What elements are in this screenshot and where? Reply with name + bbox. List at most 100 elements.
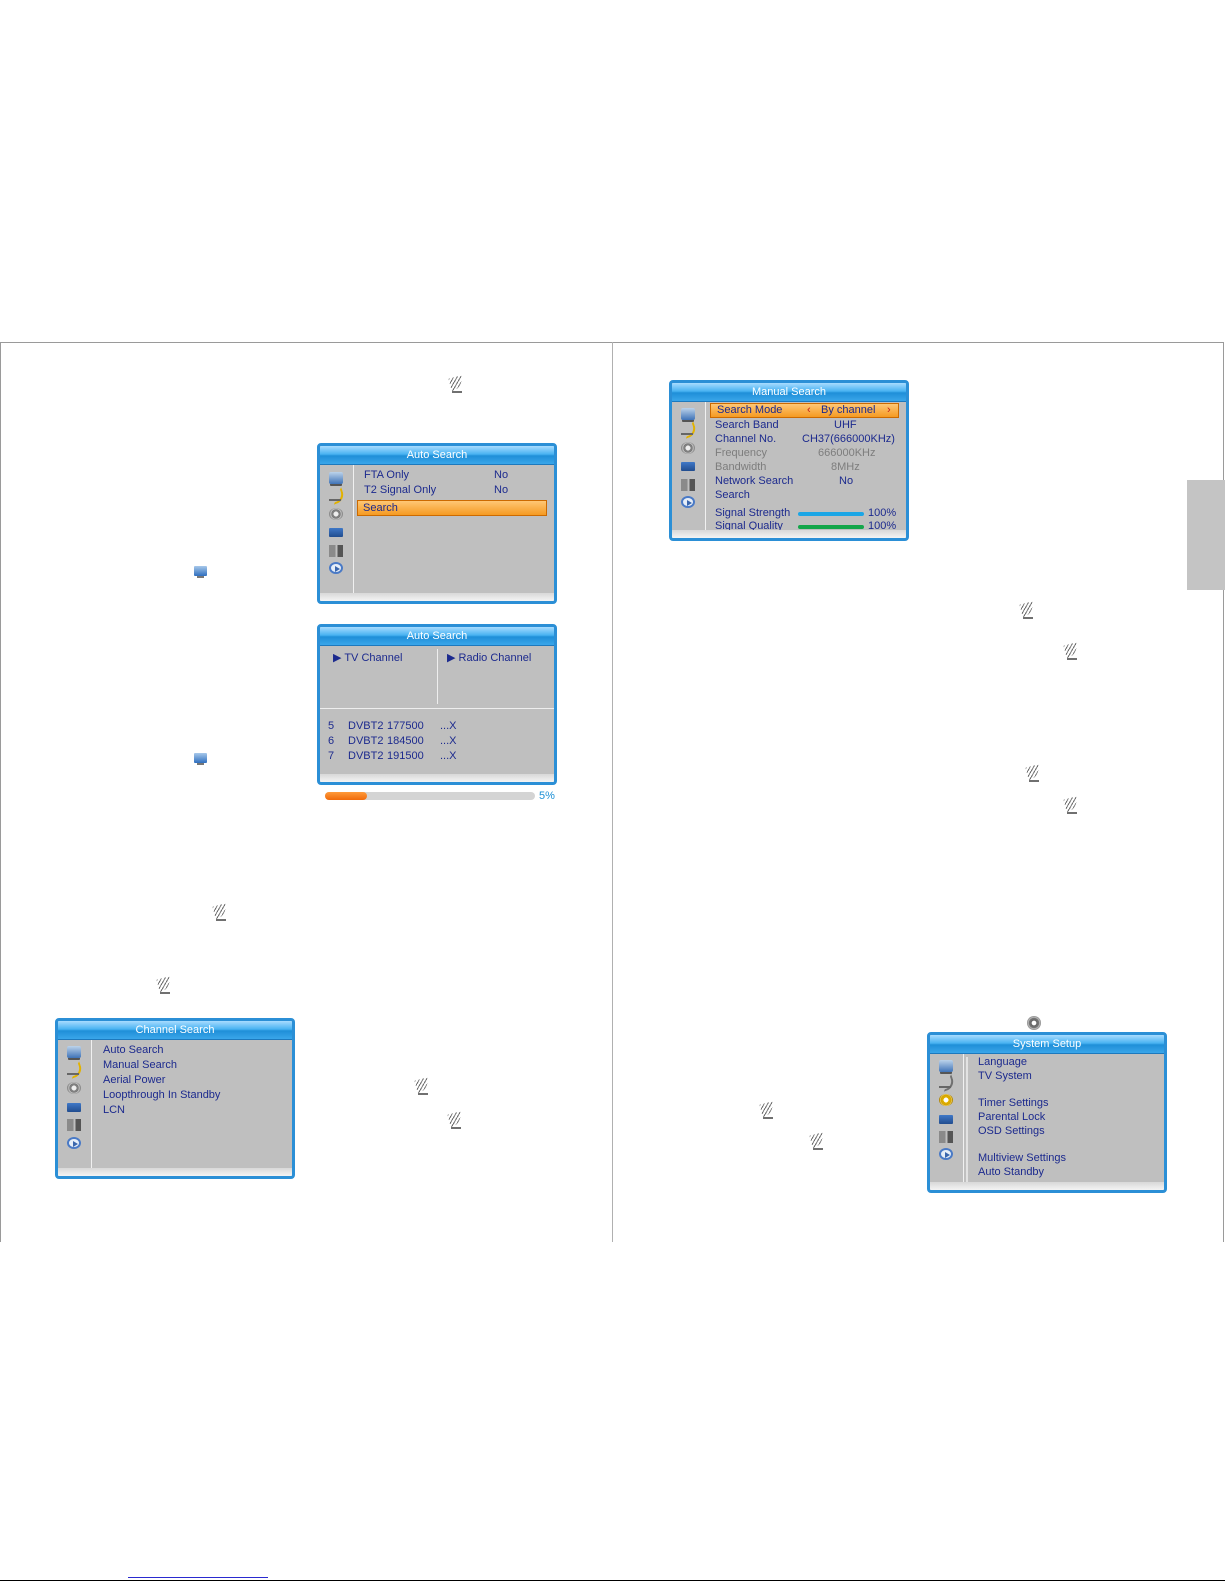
media-play-icon[interactable] [681, 496, 695, 508]
side-tab [1187, 480, 1225, 590]
channel-no-value[interactable]: CH37(666000KHz) [802, 433, 895, 445]
column-divider [437, 649, 438, 704]
dish-icon [1064, 643, 1080, 661]
bandwidth-value: 8MHz [831, 461, 860, 473]
tv-icon[interactable] [329, 472, 343, 484]
menu-item-language[interactable]: Language [978, 1056, 1027, 1068]
folder-icon[interactable] [67, 1103, 81, 1112]
tv-icon [194, 753, 207, 765]
menu-sidebar [320, 465, 354, 593]
channel-search-menu: Channel Search Auto Search Manual Search… [55, 1018, 295, 1179]
search-mode-label: Search Mode [717, 404, 783, 416]
scan-freq: 177500 [387, 720, 424, 732]
menu-item-timer-settings[interactable]: Timer Settings [978, 1097, 1049, 1109]
menu-footer [58, 1168, 292, 1176]
search-band-label[interactable]: Search Band [715, 419, 779, 431]
row-divider [320, 708, 554, 709]
signal-quality-bar [798, 525, 864, 529]
dish-icon[interactable] [329, 489, 343, 501]
media-play-icon[interactable] [329, 562, 343, 574]
tools-icon[interactable] [67, 1119, 81, 1131]
menu-item-lcn[interactable]: LCN [103, 1104, 126, 1116]
menu-item-manual-search[interactable]: Manual Search [103, 1059, 177, 1071]
signal-quality-value: 100% [868, 520, 897, 532]
gear-icon [1027, 1016, 1041, 1030]
menu-item-multiview-settings[interactable]: Multiview Settings [978, 1152, 1067, 1164]
dish-icon [415, 1078, 431, 1096]
scan-mode: DVBT2 [348, 720, 384, 732]
menu-item-osd-settings[interactable]: OSD Settings [978, 1125, 1045, 1137]
menu-item-auto-standby[interactable]: Auto Standby [978, 1166, 1045, 1178]
radio-channel-label: Radio Channel [458, 652, 532, 664]
dish-icon[interactable] [939, 1076, 953, 1088]
scan-freq: 184500 [387, 735, 424, 747]
gear-icon[interactable] [67, 1082, 81, 1094]
signal-strength-label: Signal Strength [715, 507, 791, 519]
tv-icon[interactable] [939, 1060, 953, 1072]
menu-title: Auto Search [320, 627, 554, 646]
fta-only-label[interactable]: FTA Only [364, 469, 410, 481]
tools-icon[interactable] [939, 1131, 953, 1143]
signal-strength-bar [798, 512, 864, 516]
scan-result: ...X [440, 750, 457, 762]
tv-icon[interactable] [681, 408, 695, 420]
dish-icon [760, 1102, 776, 1120]
scrollbar[interactable] [966, 1057, 968, 1185]
network-search-value[interactable]: No [839, 475, 854, 487]
gear-icon[interactable] [329, 508, 343, 520]
t2-signal-only-value[interactable]: No [494, 484, 509, 496]
dish-icon [1020, 602, 1036, 620]
chevron-left-icon[interactable]: ‹ [807, 404, 811, 416]
dish-icon [448, 1112, 464, 1130]
menu-sidebar [930, 1054, 964, 1182]
menu-item-aerial-power[interactable]: Aerial Power [103, 1074, 166, 1086]
dish-icon [449, 376, 465, 394]
network-search-label[interactable]: Network Search [715, 475, 794, 487]
page-divider [612, 342, 613, 1242]
menu-title: Channel Search [58, 1021, 292, 1040]
radio-channel-header: ▶ Radio Channel [447, 652, 531, 665]
scan-result: ...X [440, 720, 457, 732]
dish-icon [213, 904, 229, 922]
dish-icon [810, 1133, 826, 1151]
tools-icon[interactable] [681, 479, 695, 491]
menu-sidebar [672, 402, 706, 530]
auto-search-progress: Auto Search ▶ TV Channel ▶ Radio Channel… [317, 624, 557, 785]
channel-no-label[interactable]: Channel No. [715, 433, 777, 445]
menu-title: Auto Search [320, 446, 554, 465]
menu-item-tv-system[interactable]: TV System [978, 1070, 1032, 1082]
manual-search-menu: Manual Search Search Mode ‹ By channel ›… [669, 380, 909, 541]
folder-icon[interactable] [681, 462, 695, 471]
scan-result: ...X [440, 735, 457, 747]
dish-icon[interactable] [67, 1063, 81, 1075]
menu-item-parental-lock[interactable]: Parental Lock [978, 1111, 1046, 1123]
tv-channel-label: TV Channel [344, 652, 403, 664]
frequency-value: 666000KHz [818, 447, 876, 459]
folder-icon[interactable] [329, 528, 343, 537]
media-play-icon[interactable] [939, 1148, 953, 1160]
menu-item-auto-search[interactable]: Auto Search [103, 1044, 164, 1056]
folder-icon[interactable] [939, 1115, 953, 1124]
chevron-right-icon[interactable]: › [887, 404, 891, 416]
search-mode-row[interactable]: Search Mode ‹ By channel › [710, 403, 899, 418]
search-button[interactable]: Search [715, 489, 750, 501]
t2-signal-only-label[interactable]: T2 Signal Only [364, 484, 437, 496]
tv-icon[interactable] [67, 1046, 81, 1058]
menu-sidebar [58, 1040, 92, 1168]
footer-rule [0, 1580, 1225, 1581]
media-play-icon[interactable] [67, 1137, 81, 1149]
menu-footer [320, 593, 554, 601]
dish-icon[interactable] [681, 423, 695, 435]
tools-icon[interactable] [329, 545, 343, 557]
search-band-value[interactable]: UHF [834, 419, 857, 431]
fta-only-value[interactable]: No [494, 469, 509, 481]
search-button[interactable]: Search [357, 500, 547, 516]
dish-icon [1026, 765, 1042, 783]
auto-search-menu: Auto Search FTA Only No T2 Signal Only N… [317, 443, 557, 604]
gear-icon[interactable] [939, 1094, 953, 1106]
scan-num: 7 [328, 750, 335, 762]
search-progress-fill [325, 792, 367, 800]
gear-icon[interactable] [681, 442, 695, 454]
scan-mode: DVBT2 [348, 750, 384, 762]
menu-item-loopthrough[interactable]: Loopthrough In Standby [103, 1089, 221, 1101]
